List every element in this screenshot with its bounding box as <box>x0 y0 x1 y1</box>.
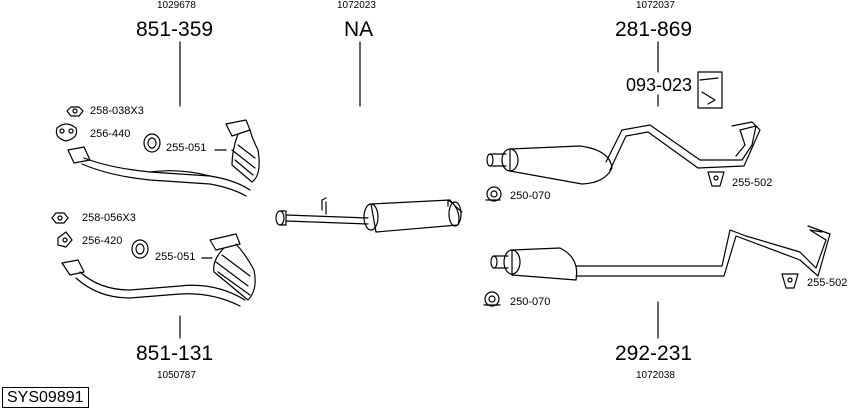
label-hanger-bottom: 250-070 <box>510 296 551 308</box>
part-number-top-right: 281-869 <box>615 18 693 41</box>
ref-top-right: 1072037 <box>636 0 675 11</box>
label-nut-bottom: 258-056X3 <box>82 212 136 224</box>
label-bracket-top: 255-502 <box>732 177 773 189</box>
part-number-bottom-left: 851-131 <box>136 342 214 365</box>
part-number-top-left: 851-359 <box>136 18 214 41</box>
ref-bottom-left: 1050787 <box>157 370 196 381</box>
gasket-top-part <box>55 123 78 142</box>
diagram-id-badge: SYS09891 <box>2 387 89 408</box>
label-nut-top: 258-038X3 <box>90 105 144 117</box>
front-pipe-top-part <box>67 119 260 197</box>
front-pipe-bottom-part <box>61 233 256 307</box>
ref-top-center: 1072023 <box>337 0 376 11</box>
rear-section-bottom-part <box>490 225 831 281</box>
nut-bottom-part <box>51 212 69 224</box>
hanger-top-part <box>485 186 502 202</box>
clamp-bottom-part <box>131 239 149 259</box>
label-gasket-bottom: 256-420 <box>82 235 123 247</box>
label-hanger-top: 250-070 <box>510 190 551 202</box>
leader-lines <box>179 41 659 339</box>
rear-section-top-part <box>486 121 761 185</box>
part-number-bottom-right: 292-231 <box>615 342 693 365</box>
hanger-bottom-part <box>483 291 501 307</box>
label-gasket-top: 256-440 <box>90 128 131 140</box>
part-number-top-center: NA <box>344 18 374 41</box>
label-clamp-top: 255-051 <box>166 142 207 154</box>
label-bracket-bottom: 255-502 <box>807 277 848 289</box>
gasket-bottom-part <box>57 231 73 248</box>
nut-top-part <box>66 106 84 117</box>
bracket-bottom-part <box>781 273 799 289</box>
accessory-part-number: 093-023 <box>626 75 693 95</box>
accessory-kit-part <box>697 71 723 109</box>
intermediate-section-part <box>275 197 463 233</box>
ref-bottom-right: 1072038 <box>636 370 675 381</box>
clamp-top-part <box>143 133 161 153</box>
label-clamp-bottom: 255-051 <box>155 251 196 263</box>
bracket-top-part <box>707 171 725 187</box>
ref-top-left: 1029678 <box>157 0 196 11</box>
